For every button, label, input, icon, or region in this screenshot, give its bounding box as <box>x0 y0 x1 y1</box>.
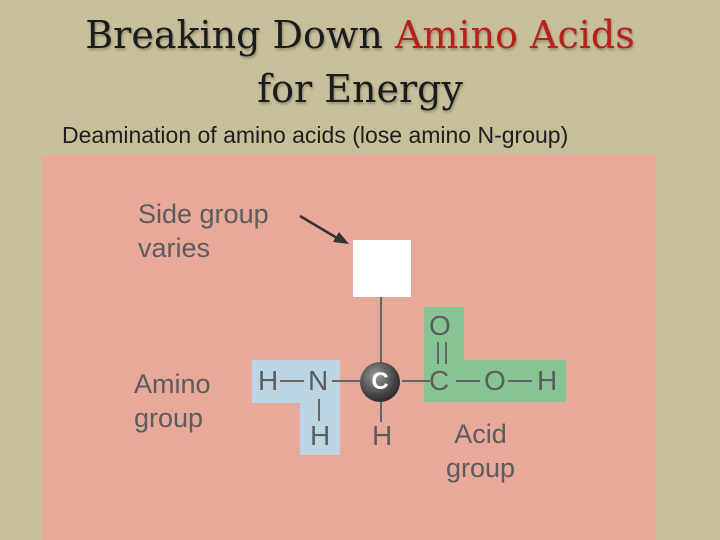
side-group-box <box>353 240 411 297</box>
title-line2: for Energy <box>257 67 463 111</box>
c-center-label: C <box>371 368 389 395</box>
atom-n: N <box>308 365 329 396</box>
alpha-carbon-sphere: C <box>360 362 400 402</box>
title-part1: Breaking Down <box>85 13 395 57</box>
title-accent: Amino Acids <box>394 13 635 57</box>
side-group-label-line2: varies <box>138 233 211 263</box>
acid-group-box-lower <box>424 360 566 402</box>
side-group-label-line1: Side group <box>138 199 269 229</box>
atom-o-top: O <box>429 310 451 341</box>
atom-h-below-c: H <box>372 420 393 451</box>
acid-group-label: Acid group <box>446 417 515 485</box>
bond-c-to-h <box>380 400 382 422</box>
double-bond-left <box>437 342 439 364</box>
acid-group-box <box>424 307 464 362</box>
bond-o-h <box>508 380 532 382</box>
diagram-panel: C H N H H O C O H Side group varies Amin… <box>42 155 656 540</box>
atom-c-acid: C <box>429 365 450 396</box>
side-group-arrow <box>299 214 349 244</box>
atom-h-below-n: H <box>310 420 331 451</box>
amino-group-label: Amino group <box>134 367 211 435</box>
bond-n-c <box>332 380 360 382</box>
bond-c-cacid <box>402 380 430 382</box>
amino-group-box-lower <box>300 400 340 455</box>
bond-n-h <box>318 399 320 421</box>
amino-group-label-line1: Amino <box>134 369 211 399</box>
double-bond-right <box>445 342 447 364</box>
atom-o-acid: O <box>484 365 506 396</box>
acid-group-label-line1: Acid <box>454 419 507 449</box>
slide-title: Breaking Down Amino Acids for Energy <box>0 8 720 116</box>
acid-group-label-line2: group <box>446 453 516 483</box>
side-group-label: Side group varies <box>138 197 269 265</box>
amino-group-label-line2: group <box>134 403 204 433</box>
bond-side-to-c <box>380 297 382 367</box>
bond-h-n <box>280 380 304 382</box>
atom-h-amino: H <box>258 365 279 396</box>
atom-h-acid: H <box>537 365 558 396</box>
bond-cacid-o <box>456 380 480 382</box>
slide-subtitle: Deamination of amino acids (lose amino N… <box>62 122 569 148</box>
